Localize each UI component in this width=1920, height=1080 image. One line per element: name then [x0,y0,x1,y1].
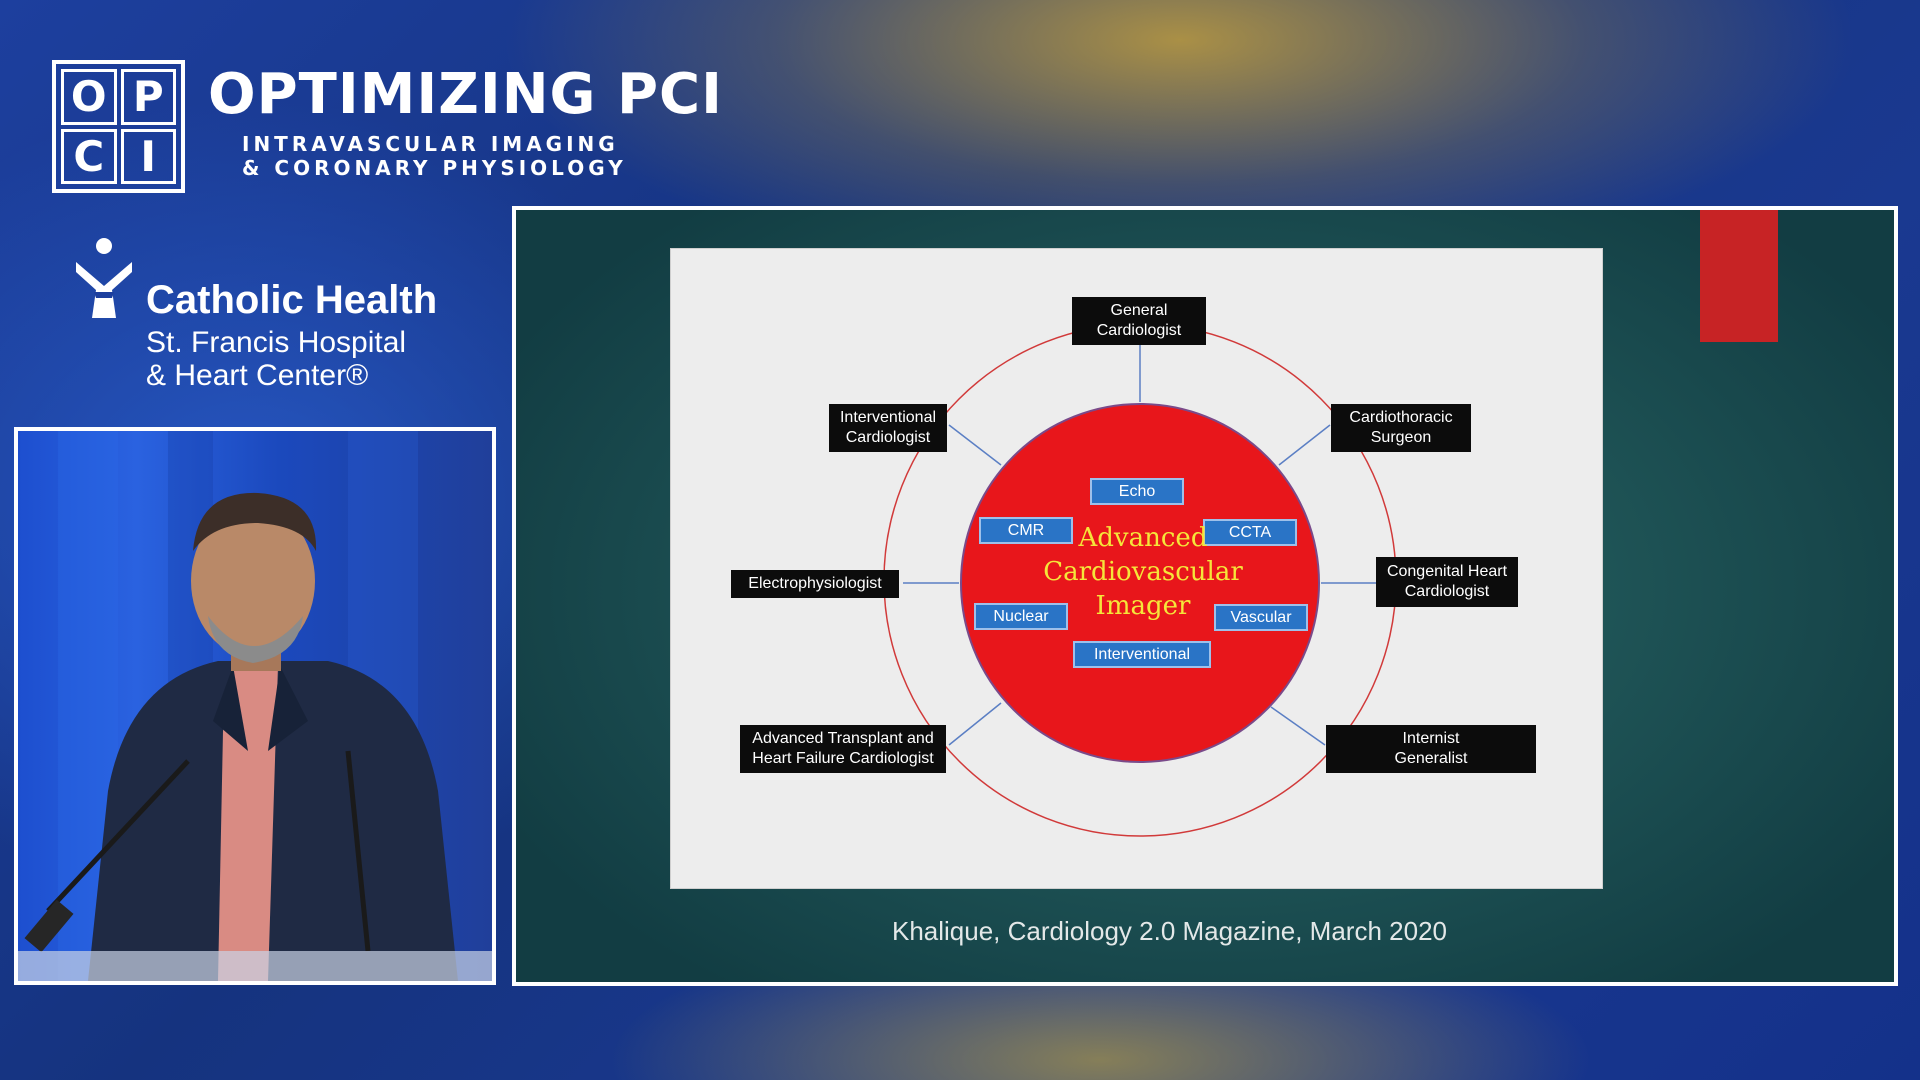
conference-subtitle-line1: INTRAVASCULAR IMAGING [242,132,619,156]
role-electrophysiologist: Electrophysiologist [731,570,899,598]
opci-logo: O P C I [52,60,185,193]
modality-echo: Echo [1090,478,1184,505]
modality-interventional: Interventional [1073,641,1211,668]
conference-title: OPTIMIZING PCI [208,62,723,127]
role-general-cardiologist: General Cardiologist [1072,297,1206,345]
connector-internist [1270,706,1326,746]
org-name: Catholic Health [146,278,438,322]
hospital-name-line1: St. Francis Hospital [146,326,407,359]
connector-transplant [948,702,1002,746]
modality-cmr: CMR [979,517,1073,544]
hospital-name-line2: & Heart Center® [146,359,369,392]
connector-interventional [948,424,1002,466]
center-circle [960,403,1320,763]
modality-nuclear: Nuclear [974,603,1068,630]
logo-letter-c: C [61,128,117,184]
presentation-slide-panel: General Cardiologist Interventional Card… [512,206,1898,986]
logo-letter-o: O [61,69,117,125]
red-corner-tab [1700,210,1778,342]
logo-letter-i: I [120,128,176,184]
role-internist-generalist: Internist Generalist [1326,725,1536,773]
role-transplant-hf-cardiologist: Advanced Transplant and Heart Failure Ca… [740,725,946,773]
modality-vascular: Vascular [1214,604,1308,631]
catholic-health-icon [76,238,132,318]
connector-cardiothoracic [1278,424,1331,466]
modality-ccta: CCTA [1203,519,1297,546]
speaker-illustration [18,431,492,981]
role-cardiothoracic-surgeon: Cardiothoracic Surgeon [1331,404,1471,452]
center-label: Advanced Cardiovascular Imager [1043,523,1243,621]
slide-citation: Khalique, Cardiology 2.0 Magazine, March… [891,916,1447,946]
logo-letter-p: P [120,69,176,125]
conference-subtitle-line2: & CORONARY PHYSIOLOGY [242,156,627,180]
role-congenital-heart-cardiologist: Congenital Heart Cardiologist [1376,557,1518,607]
slide: General Cardiologist Interventional Card… [670,248,1603,889]
speaker-video [14,427,496,985]
role-interventional-cardiologist: Interventional Cardiologist [829,404,947,452]
